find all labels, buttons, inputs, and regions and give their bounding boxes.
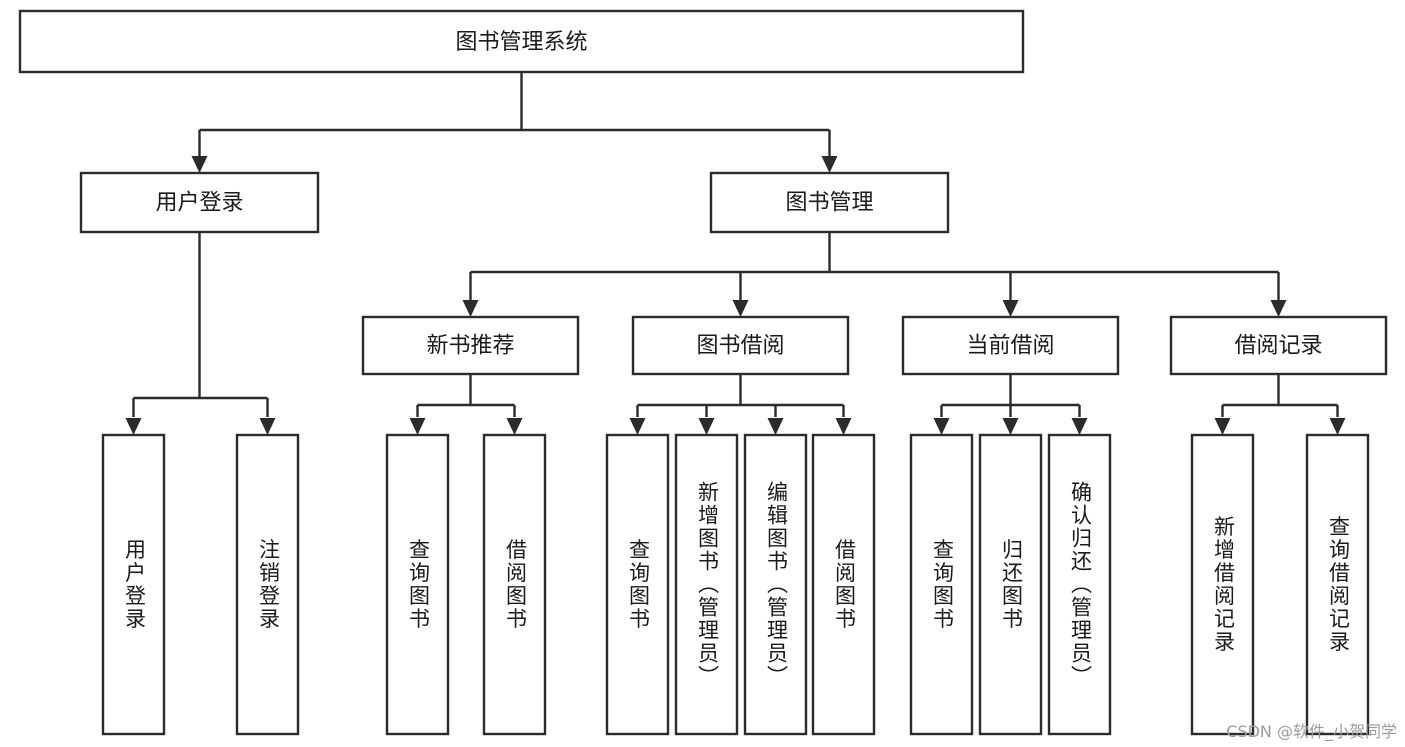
leaf-borrow-book-recommend-label: 借阅图书 — [504, 539, 528, 631]
arrow-to-book-manage — [821, 156, 838, 173]
arrow-to-book-borrow — [732, 300, 749, 317]
node-root-system[interactable]: 图书管理系统 — [18, 9, 1025, 74]
node-current-borrow-box[interactable] — [901, 315, 1120, 376]
arrow-to-leaf-return-book — [1002, 418, 1019, 435]
leaf-edit-book[interactable]: 编辑图书（管理员） — [743, 433, 808, 736]
leaf-query-borrow-record-box[interactable] — [1305, 433, 1370, 736]
arrow-to-leaf-add-book — [698, 418, 715, 435]
leaf-confirm-return[interactable]: 确认归还（管理员） — [1047, 433, 1112, 736]
leaf-query-book-recommend[interactable]: 查询图书 — [385, 433, 450, 736]
leaf-add-book-box[interactable] — [674, 433, 739, 736]
arrow-to-leaf-edit-book — [767, 418, 784, 435]
arrow-to-leaf-add-record — [1214, 418, 1231, 435]
node-book-borrow-label: 图书借阅 — [696, 334, 784, 359]
leaf-return-book-label: 归还图书 — [1000, 539, 1024, 631]
leaf-query-book-current-label: 查询图书 — [931, 539, 955, 631]
node-book-borrow-box[interactable] — [631, 315, 850, 376]
leaf-add-borrow-record-label: 新增借阅记录 — [1212, 516, 1236, 654]
arrow-to-leaf-query-book-1 — [409, 418, 426, 435]
arrow-to-leaf-query-record — [1329, 418, 1346, 435]
arrow-to-new-book-recommend — [462, 300, 479, 317]
leaf-edit-book-box[interactable] — [743, 433, 808, 736]
node-new-book-recommend-label: 新书推荐 — [426, 334, 514, 359]
leaf-logout-label: 注销登录 — [257, 539, 281, 631]
connector-layer — [125, 72, 1346, 435]
arrow-to-leaf-query-book-3 — [933, 418, 950, 435]
leaf-borrow-book-recommend[interactable]: 借阅图书 — [482, 433, 547, 736]
leaf-logout[interactable]: 注销登录 — [235, 433, 300, 736]
leaf-borrow-book-recommend-box[interactable] — [482, 433, 547, 736]
node-book-borrow[interactable]: 图书借阅 — [631, 315, 850, 376]
leaf-query-book-current-box[interactable] — [909, 433, 974, 736]
node-user-login-label: 用户登录 — [155, 191, 243, 216]
leaf-query-book-recommend-label: 查询图书 — [407, 539, 431, 631]
leaf-confirm-return-label: 确认归还（管理员） — [1069, 481, 1093, 688]
node-root-label: 图书管理系统 — [455, 30, 587, 55]
leaf-logout-box[interactable] — [235, 433, 300, 736]
node-borrow-record[interactable]: 借阅记录 — [1169, 315, 1388, 376]
node-current-borrow[interactable]: 当前借阅 — [901, 315, 1120, 376]
node-new-book-recommend[interactable]: 新书推荐 — [361, 315, 580, 376]
node-user-login-box[interactable] — [79, 171, 320, 234]
leaf-borrow-book-box[interactable] — [811, 433, 876, 736]
leaf-query-book-recommend-box[interactable] — [385, 433, 450, 736]
node-book-manage-box[interactable] — [709, 171, 950, 234]
arrow-to-leaf-borrow-book-2 — [835, 418, 852, 435]
leaf-query-borrow-record[interactable]: 查询借阅记录 — [1305, 433, 1370, 736]
arrow-to-leaf-query-book-2 — [629, 418, 646, 435]
leaf-query-book-borrow[interactable]: 查询图书 — [605, 433, 670, 736]
arrow-to-leaf-logout — [259, 418, 276, 435]
arrow-to-leaf-confirm-return — [1071, 418, 1088, 435]
leaf-user-login[interactable]: 用户登录 — [101, 433, 166, 736]
leaf-query-book-borrow-label: 查询图书 — [627, 539, 651, 631]
arrow-to-user-login — [191, 156, 208, 173]
arrow-to-leaf-borrow-book-1 — [506, 418, 523, 435]
leaf-add-book-label: 新增图书（管理员） — [696, 481, 720, 688]
leaf-query-borrow-record-label: 查询借阅记录 — [1327, 516, 1351, 654]
leaf-return-book[interactable]: 归还图书 — [978, 433, 1043, 736]
leaf-borrow-book[interactable]: 借阅图书 — [811, 433, 876, 736]
node-book-manage-label: 图书管理 — [785, 191, 873, 216]
leaf-query-book-current[interactable]: 查询图书 — [909, 433, 974, 736]
node-current-borrow-label: 当前借阅 — [966, 334, 1054, 359]
leaf-confirm-return-box[interactable] — [1047, 433, 1112, 736]
node-book-manage[interactable]: 图书管理 — [709, 171, 950, 234]
leaf-user-login-label: 用户登录 — [123, 539, 147, 631]
leaf-borrow-book-label: 借阅图书 — [833, 539, 857, 631]
node-root-box[interactable] — [18, 9, 1025, 74]
leaf-return-book-box[interactable] — [978, 433, 1043, 736]
node-user-login[interactable]: 用户登录 — [79, 171, 320, 234]
node-borrow-record-label: 借阅记录 — [1234, 334, 1322, 359]
node-borrow-record-box[interactable] — [1169, 315, 1388, 376]
leaf-add-borrow-record[interactable]: 新增借阅记录 — [1190, 433, 1255, 736]
arrow-to-borrow-record — [1270, 300, 1287, 317]
arrow-to-current-borrow — [1002, 300, 1019, 317]
leaf-edit-book-label: 编辑图书（管理员） — [765, 481, 789, 688]
leaf-query-book-borrow-box[interactable] — [605, 433, 670, 736]
node-new-book-recommend-box[interactable] — [361, 315, 580, 376]
leaf-user-login-box[interactable] — [101, 433, 166, 736]
leaf-add-book[interactable]: 新增图书（管理员） — [674, 433, 739, 736]
leaf-add-borrow-record-box[interactable] — [1190, 433, 1255, 736]
arrow-to-leaf-user-login — [125, 418, 142, 435]
